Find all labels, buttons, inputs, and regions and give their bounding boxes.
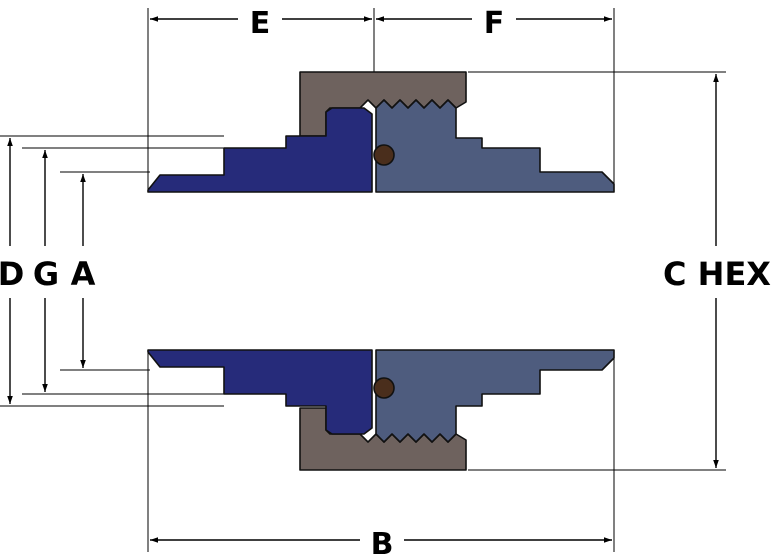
dim-label-d: D [0, 255, 24, 293]
dim-label-f: F [484, 6, 505, 41]
dim-label-c-hex: C HEX [663, 255, 771, 293]
dim-label-g: G [33, 255, 59, 293]
dimension-labels: E F B D G A C HEX [0, 6, 771, 560]
blue-body-upper [147, 107, 373, 193]
extension-lines [0, 8, 726, 552]
dim-label-a: A [71, 255, 96, 293]
o-ring-lower [373, 377, 395, 399]
slate-body-upper [375, 99, 615, 193]
slate-body-lower [375, 349, 615, 443]
lower-section [147, 349, 615, 471]
dim-label-b: B [371, 527, 394, 560]
blue-body-lower [147, 349, 373, 435]
dimension-lines [7, 16, 719, 543]
upper-section [147, 71, 615, 193]
dim-label-e: E [250, 6, 271, 41]
o-ring-upper [373, 144, 395, 166]
